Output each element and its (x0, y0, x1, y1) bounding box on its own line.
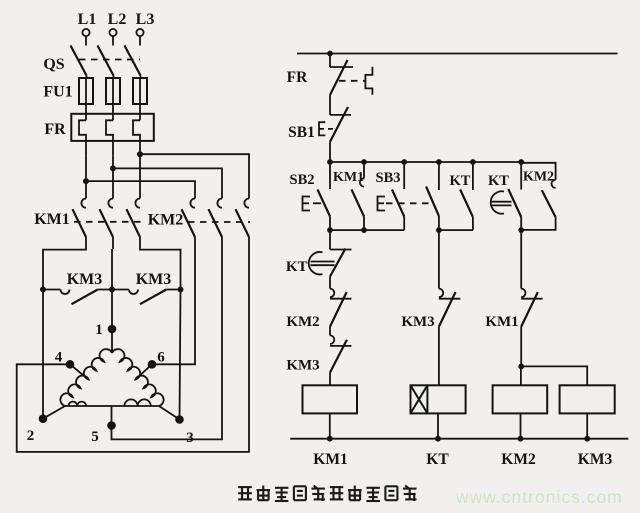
svg-text:5: 5 (91, 429, 99, 445)
svg-text:SB3: SB3 (376, 170, 401, 186)
svg-text:KM3: KM3 (578, 451, 613, 468)
svg-text:KM3: KM3 (67, 271, 103, 288)
svg-text:KT: KT (488, 173, 509, 189)
svg-text:3: 3 (186, 430, 194, 446)
svg-text:6: 6 (157, 350, 165, 366)
svg-text:KM3: KM3 (401, 314, 434, 330)
svg-text:KM1: KM1 (313, 451, 347, 468)
svg-text:KM3: KM3 (136, 271, 172, 288)
svg-text:KT: KT (450, 173, 471, 189)
svg-text:KM2: KM2 (286, 314, 319, 330)
svg-text:KT: KT (426, 451, 449, 468)
svg-text:KT: KT (286, 259, 308, 275)
svg-text:KM2: KM2 (148, 212, 184, 229)
svg-text:FR: FR (44, 121, 66, 138)
svg-text:KM1: KM1 (333, 170, 364, 185)
svg-text:L2: L2 (108, 11, 127, 28)
svg-text:1: 1 (95, 322, 103, 338)
svg-text:L3: L3 (136, 11, 155, 28)
svg-text:KM1: KM1 (34, 211, 70, 228)
svg-text:QS: QS (43, 56, 64, 73)
svg-text:KM2: KM2 (501, 451, 536, 468)
svg-text:SB2: SB2 (290, 172, 315, 188)
svg-text:KM3: KM3 (286, 358, 319, 374)
svg-text:L1: L1 (78, 11, 97, 28)
svg-text:FU1: FU1 (43, 84, 72, 101)
svg-text:SB1: SB1 (288, 124, 315, 141)
svg-text:KM2: KM2 (523, 170, 554, 185)
svg-text:4: 4 (55, 350, 63, 366)
svg-text:www.cntronics.com: www.cntronics.com (455, 487, 623, 507)
svg-text:FR: FR (287, 69, 308, 86)
svg-text:KM1: KM1 (485, 314, 518, 330)
svg-text:2: 2 (27, 428, 35, 444)
